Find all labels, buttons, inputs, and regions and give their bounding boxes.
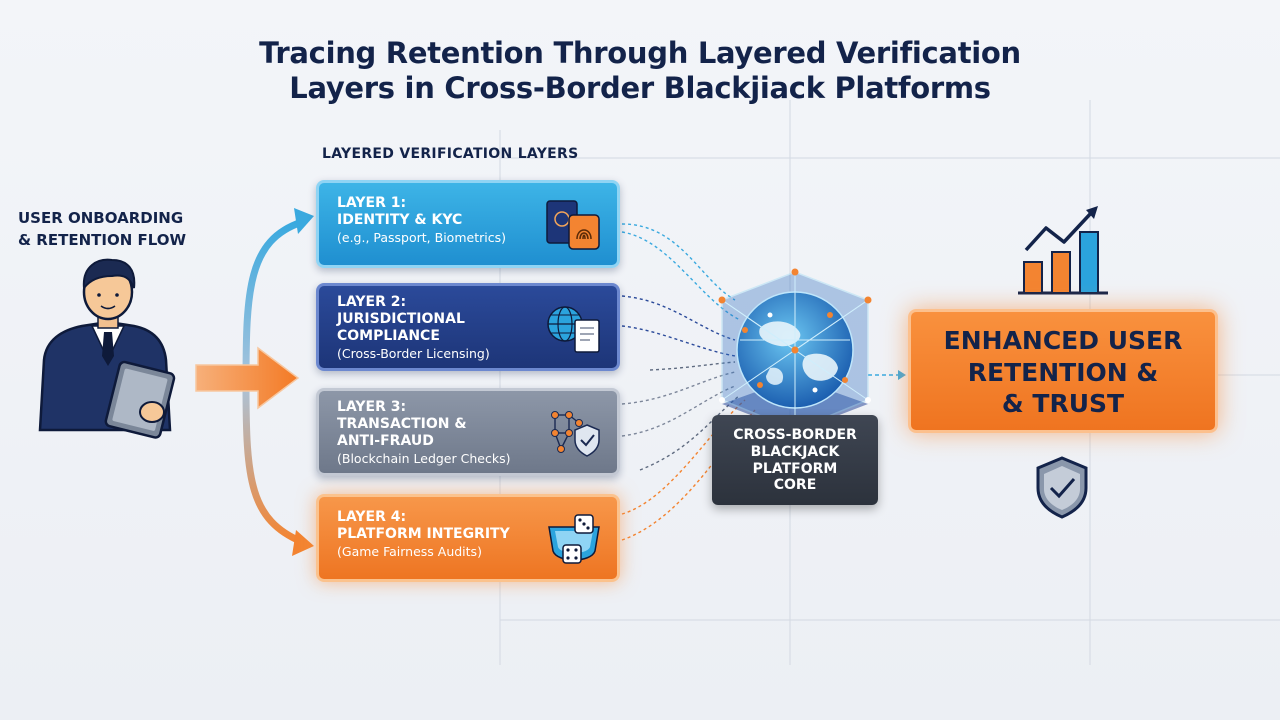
core-line-2: BLACKJACK (750, 443, 840, 460)
layer-detail: (e.g., Passport, Biometrics) (337, 230, 506, 246)
layer-name: PLATFORM INTEGRITY (337, 526, 510, 543)
layer-name: TRANSACTION & (337, 416, 467, 433)
platform-core-label: CROSS-BORDER BLACKJACK PLATFORM CORE (712, 415, 878, 505)
arc-arrowhead-bottom (292, 530, 314, 556)
network-shield-icon (551, 411, 600, 457)
flow-label-line-2: & RETENTION FLOW (18, 230, 187, 249)
core-to-result-arrowhead (898, 370, 906, 380)
layer-title: LAYER 1: (337, 195, 407, 211)
layer-detail: (Blockchain Ledger Checks) (337, 451, 511, 467)
flow-label-line-1: USER ONBOARDING (18, 209, 184, 227)
layer-card-transaction-anti-fraud: LAYER 3: TRANSACTION & ANTI-FRAUD (Block… (316, 388, 620, 476)
layer-title: LAYER 4: (337, 509, 407, 525)
core-line-4: CORE (773, 477, 817, 494)
result-box: ENHANCED USER RETENTION & & TRUST (908, 309, 1218, 433)
core-line-1: CROSS-BORDER (733, 427, 857, 443)
layer-card-jurisdictional-compliance: LAYER 2: JURISDICTIONAL COMPLIANCE (Cros… (316, 283, 620, 371)
layer-title: LAYER 3: (337, 399, 407, 415)
title-line-1: Tracing Retention Through Layered Verifi… (259, 36, 1021, 70)
flow-arrow-icon (195, 346, 300, 410)
result-line-2: RETENTION & (967, 357, 1159, 387)
layer-name-cont: COMPLIANCE (337, 328, 440, 345)
page-title: Tracing Retention Through Layered Verifi… (140, 36, 1140, 107)
arc-arrowhead-top (294, 208, 314, 234)
flow-label: USER ONBOARDING & RETENTION FLOW (18, 208, 218, 252)
layer-name: JURISDICTIONAL (337, 311, 465, 328)
title-line-2: Layers in Cross-Border Blackjiack Platfo… (289, 71, 991, 106)
result-line-1: ENHANCED USER (943, 326, 1183, 355)
core-line-3: PLATFORM (752, 460, 838, 477)
layer-detail: (Cross-Border Licensing) (337, 346, 490, 362)
passport-fingerprint-icon (546, 200, 600, 250)
layer-title: LAYER 2: (337, 294, 407, 310)
layer-name-cont: ANTI-FRAUD (337, 433, 434, 450)
result-line-3: & TRUST (1001, 389, 1125, 418)
globe-document-icon (547, 306, 600, 353)
layer-name: IDENTITY & KYC (337, 212, 463, 229)
dice-icon (548, 514, 600, 564)
layers-heading: LAYERED VERIFICATION LAYERS (322, 146, 579, 162)
layer-card-platform-integrity: LAYER 4: PLATFORM INTEGRITY (Game Fairne… (316, 494, 620, 582)
layer-detail: (Game Fairness Audits) (337, 544, 482, 560)
layer-card-identity-kyc: LAYER 1: IDENTITY & KYC (e.g., Passport,… (316, 180, 620, 268)
